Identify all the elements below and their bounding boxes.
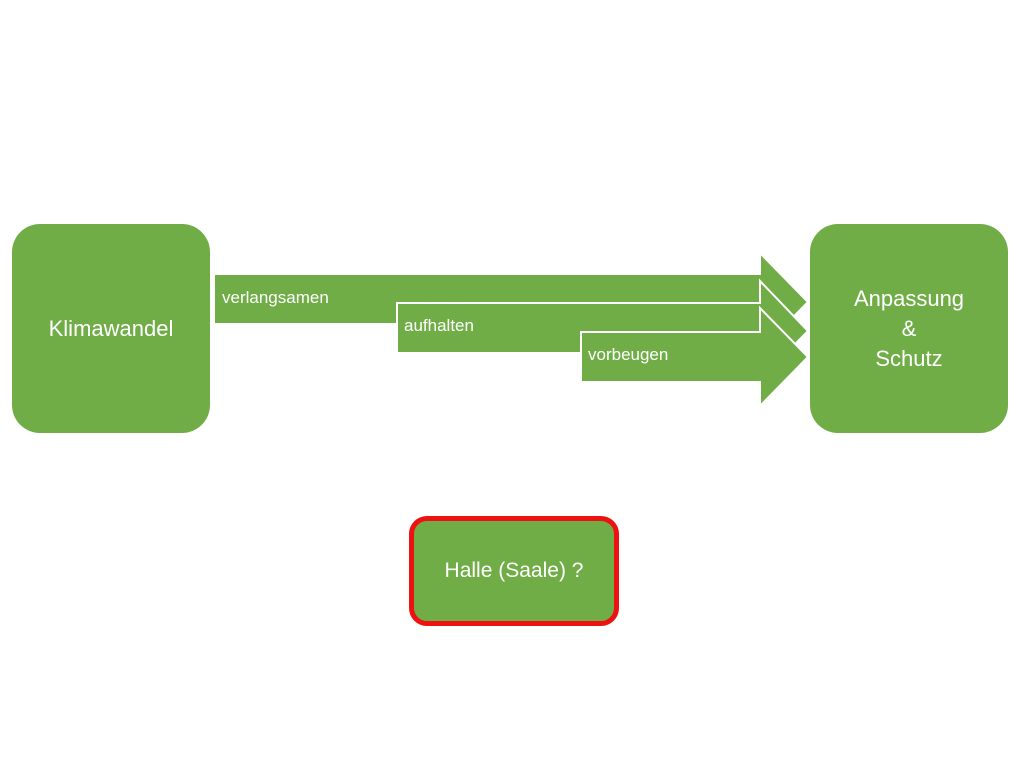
arrow-label-aufhalten: aufhalten xyxy=(404,316,474,335)
box-klimawandel: Klimawandel xyxy=(12,224,210,433)
box-anpassung-schutz: Anpassung & Schutz xyxy=(810,224,1008,433)
box-halle-saale-label: Halle (Saale) ? xyxy=(444,559,584,582)
box-halle-saale: Halle (Saale) ? xyxy=(409,516,619,626)
box-target-line-1: Anpassung xyxy=(853,285,965,311)
box-target-line-3: Schutz xyxy=(875,345,943,371)
box-target-line-2: & xyxy=(901,315,917,341)
arrow-label-verlangsamen: verlangsamen xyxy=(222,288,329,307)
box-klimawandel-label: Klimawandel xyxy=(48,315,174,341)
arrow-label-vorbeugen: vorbeugen xyxy=(588,345,668,364)
arrow-vorbeugen xyxy=(580,305,810,409)
